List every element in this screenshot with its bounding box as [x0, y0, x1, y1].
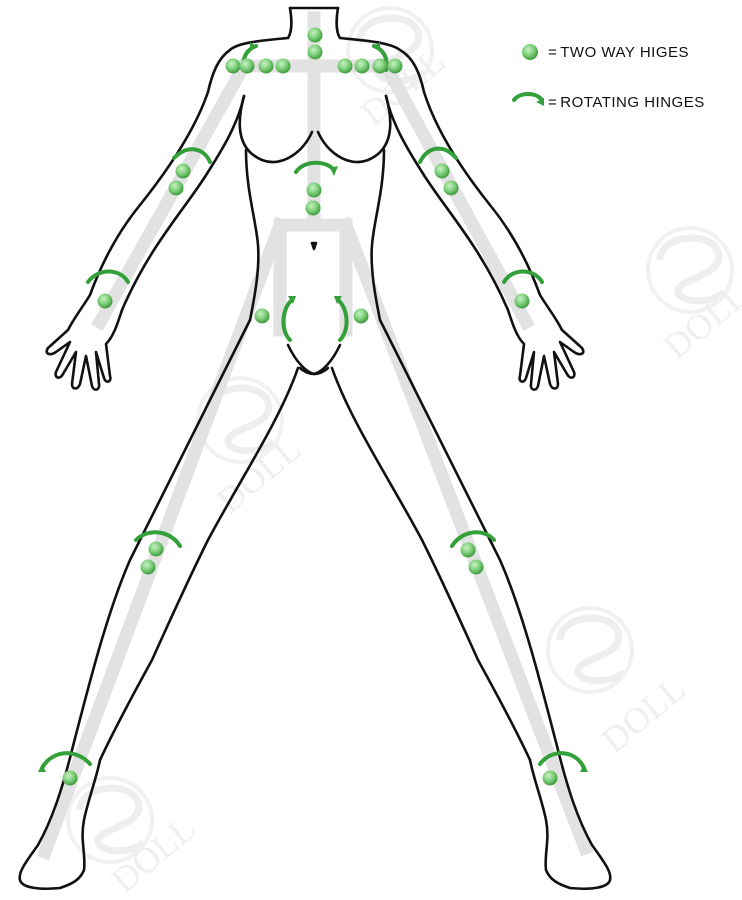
- legend-two-way-label: TWO WAY HIGES: [560, 44, 689, 61]
- legend-two-way: = TWO WAY HIGES: [506, 38, 736, 66]
- legend: = TWO WAY HIGES = ROTATING HINGES: [506, 38, 736, 138]
- green-dot-icon: [506, 38, 546, 66]
- legend-rotating-label: ROTATING HINGES: [560, 94, 704, 111]
- legend-equals: =: [548, 44, 557, 61]
- svg-text:DOLL: DOLL: [209, 428, 308, 520]
- svg-text:DOLL: DOLL: [656, 275, 742, 367]
- legend-equals: =: [548, 94, 557, 111]
- legend-rotating: = ROTATING HINGES: [506, 88, 736, 116]
- skeleton: [45, 18, 585, 852]
- rotating-arrow-icon: [506, 88, 546, 116]
